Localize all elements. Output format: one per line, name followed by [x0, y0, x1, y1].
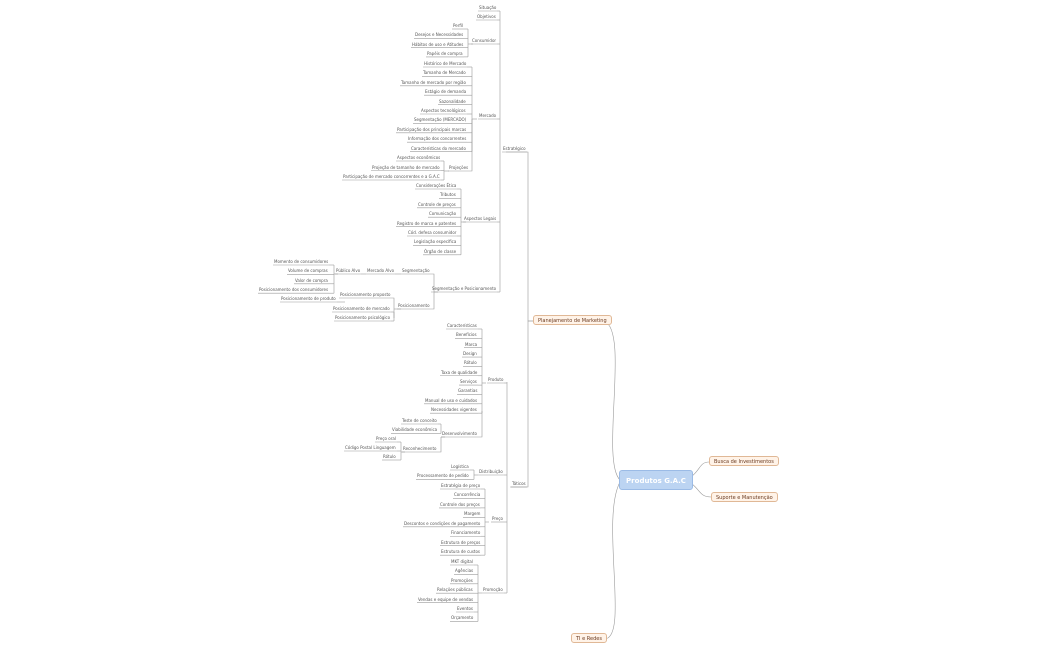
branch-reconhecimento[interactable]: Reconhecimento	[403, 446, 437, 451]
produto-item[interactable]: Taxa de qualidade	[441, 369, 478, 375]
produto-item[interactable]: Manual de uso e cuidados	[425, 397, 478, 403]
preco-item[interactable]: Controle dos preços	[440, 501, 480, 507]
publico-alvo-item[interactable]: Posicionamento dos consumidores	[259, 287, 329, 293]
mercado-item[interactable]: Segmentação (MERCADO)	[414, 117, 467, 123]
aspectos-legais-item[interactable]: Controle de preços	[418, 201, 456, 207]
reconhecimento-item[interactable]: Rótulo	[383, 454, 396, 459]
preco-item[interactable]: Financiamento	[451, 530, 481, 536]
preco-item[interactable]: Margem	[464, 511, 481, 517]
aspectos-legais-item[interactable]: Comunicação	[429, 211, 457, 217]
reconhecimento-item[interactable]: Código Postal Linguagem	[345, 445, 396, 450]
promocao-item[interactable]: Relações públicas	[437, 587, 473, 593]
branch-objetivos[interactable]: Objetivos	[477, 14, 496, 19]
desenvolvimento-item[interactable]: Viabilidade econômica	[392, 427, 438, 433]
root-node[interactable]: Produtos G.A.C	[619, 470, 693, 490]
topic-busca-investimentos[interactable]: Busca de Investimentos	[709, 456, 779, 466]
produto-item[interactable]: Benefícios	[456, 332, 477, 338]
reconhecimento-item[interactable]: Preço oral	[376, 436, 396, 441]
mercado-item[interactable]: Estágio de demanda	[425, 89, 467, 95]
consumidor-item[interactable]: Perfil	[453, 23, 464, 28]
branch-situacao[interactable]: Situação	[479, 5, 497, 10]
produto-item[interactable]: Garantias	[458, 388, 478, 394]
distribuicao-item[interactable]: Processamento de pedido	[417, 473, 469, 479]
produto-item[interactable]: Características	[447, 323, 477, 328]
mercado-item[interactable]: Participação dos principais marcas	[397, 126, 467, 132]
aspectos-legais-item[interactable]: Órgão de classe	[424, 248, 457, 254]
mercado-item[interactable]: Tamanho de mercado por região	[401, 79, 466, 85]
produto-item[interactable]: Design	[463, 351, 477, 357]
distribuicao-item[interactable]: Logística	[451, 464, 469, 469]
branch-taticos[interactable]: Táticos	[512, 481, 526, 486]
aspectos-legais-item[interactable]: Tributos	[440, 192, 456, 198]
branch-desenvolvimento[interactable]: Desenvolvimento	[442, 431, 477, 436]
consumidor-item[interactable]: Hábitos de uso e Atitudes	[412, 41, 464, 47]
aspectos-legais-item[interactable]: Legislação específica	[414, 239, 457, 245]
projecoes-item[interactable]: Aspectos econômicos	[397, 155, 441, 160]
produto-item[interactable]: Necessidades vigentes	[431, 407, 477, 413]
promocao-item[interactable]: Eventos	[457, 606, 473, 611]
branch-produto[interactable]: Produto	[488, 377, 504, 382]
desenvolvimento-item[interactable]: Teste de conceito	[402, 418, 437, 423]
preco-item[interactable]: Estratégia de preço	[441, 483, 481, 488]
produto-item[interactable]: Marca	[465, 341, 478, 347]
consumidor-item[interactable]: Papéis de compra	[427, 50, 463, 56]
posicionamento-item[interactable]: Posicionamento psicológico	[335, 315, 391, 320]
promocao-item[interactable]: MKT digital	[451, 559, 473, 564]
consumidor-item[interactable]: Desejos e Necessidades	[415, 32, 464, 38]
branch-publico-alvo[interactable]: Público Alvo	[336, 268, 361, 273]
posicionamento-item[interactable]: Posicionamento de mercado	[333, 306, 390, 311]
topic-suporte-manutencao[interactable]: Suporte e Manutenção	[711, 492, 778, 502]
branch-segmentacao[interactable]: Segmentação	[402, 268, 430, 273]
projecoes-item[interactable]: Projeção de tamanho de mercado	[372, 164, 440, 170]
branch-estrategico[interactable]: Estratégico	[503, 146, 526, 151]
preco-item[interactable]: Concorrência	[454, 492, 481, 498]
aspectos-legais-item[interactable]: Cód. defesa consumidor	[408, 230, 457, 235]
mercado-item[interactable]: Aspectos tecnológicos	[421, 108, 466, 113]
topic-ti-redes[interactable]: TI e Redes	[571, 633, 607, 643]
promocao-item[interactable]: Vendas e equipe de vendas	[418, 596, 474, 602]
mercado-item[interactable]: Informação dos concorrentes	[408, 136, 467, 142]
posicionamento-proposto[interactable]: Posicionamento proposto	[340, 292, 391, 297]
publico-alvo-item[interactable]: Momento de consumidores	[274, 259, 329, 264]
mercado-item[interactable]: Histórico de Mercado	[424, 61, 467, 66]
branch-consumidor[interactable]: Consumidor	[472, 38, 497, 43]
branch-promocao[interactable]: Promoção	[483, 587, 503, 592]
preco-item[interactable]: Estrutura de preços	[441, 539, 481, 545]
branch-aspectos-legais[interactable]: Aspectos Legais	[464, 216, 497, 221]
aspectos-legais-item[interactable]: Registro de marca e patentes	[397, 220, 457, 226]
aspectos-legais-item[interactable]: Considerações Ética	[416, 183, 457, 188]
mercado-item[interactable]: Tamanho de Mercado	[423, 70, 466, 76]
branch-mercado-alvo[interactable]: Mercado Alvo	[367, 268, 395, 273]
projecoes-item[interactable]: Participação de mercado concorrentes e a…	[343, 174, 440, 179]
topic-planejamento-marketing[interactable]: Planejamento de Marketing	[533, 315, 612, 325]
branch-preco[interactable]: Preço	[492, 516, 504, 521]
produto-item[interactable]: Serviços	[460, 379, 477, 385]
publico-alvo-item[interactable]: Volume de compras	[288, 268, 328, 274]
preco-item[interactable]: Descontos e condições de pagamento	[404, 520, 481, 526]
branch-posicionamento[interactable]: Posicionamento	[398, 303, 430, 308]
promocao-item[interactable]: Agências	[455, 568, 474, 574]
mercado-item[interactable]: Características do mercado	[411, 145, 466, 151]
promocao-item[interactable]: Promoções	[451, 577, 473, 583]
posicionamento-produto[interactable]: Posicionamento de produto	[281, 296, 336, 301]
preco-item[interactable]: Estrutura de custos	[441, 549, 481, 555]
branch-mercado[interactable]: Mercado	[479, 113, 497, 118]
branch-distribuicao[interactable]: Distribuição	[479, 469, 503, 474]
publico-alvo-item[interactable]: Valor de compra	[295, 277, 328, 283]
produto-item[interactable]: Rótulo	[464, 360, 477, 366]
promocao-item[interactable]: Orçamento	[451, 615, 474, 621]
branch-segmentacao-posicionamento[interactable]: Segmentação e Posicionamento	[432, 286, 497, 291]
mercado-item[interactable]: Sazonalidade	[439, 98, 466, 104]
branch-projecoes[interactable]: Projeções	[449, 165, 469, 170]
